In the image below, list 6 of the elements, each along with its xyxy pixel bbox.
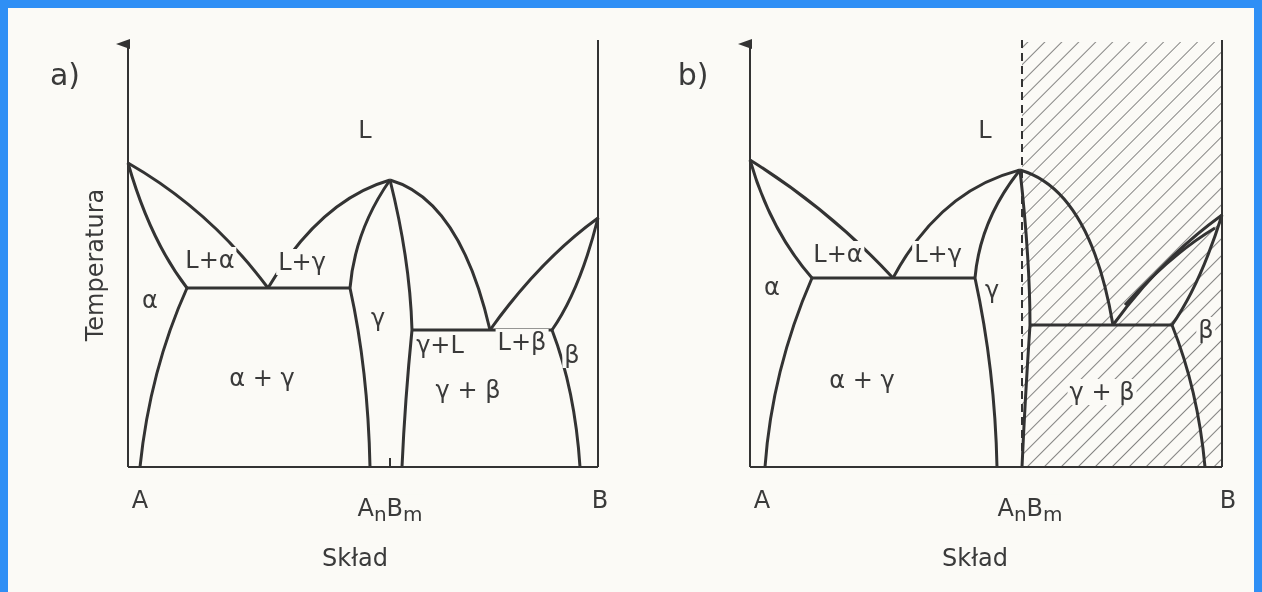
phase-label: γ + β xyxy=(1067,379,1137,405)
phase-label: L+γ xyxy=(912,241,964,267)
phase-label: L+β xyxy=(495,329,549,355)
phase-label: γ+L xyxy=(414,332,466,358)
phase-label: β xyxy=(1196,317,1216,343)
phase-label: L+γ xyxy=(276,249,328,275)
